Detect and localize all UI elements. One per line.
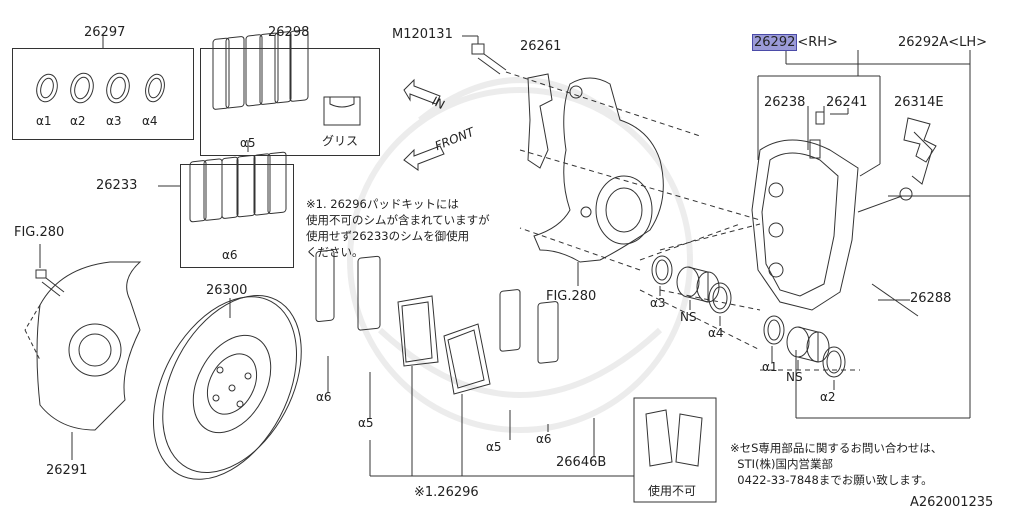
label-26292: 26292<RH> (752, 34, 838, 51)
label-a6-pad-right: α6 (536, 432, 552, 446)
piston-leaders (659, 286, 835, 390)
pad-kit-note: ※1. 26296パッドキットには 使用不可のシムが含まれていますが 使用せず2… (306, 197, 490, 259)
pad-spring-26314e (903, 117, 937, 185)
label-26297: 26297 (84, 25, 126, 40)
label-26314e: 26314E (894, 95, 944, 110)
dashed-guides (505, 71, 761, 311)
label-26288: 26288 (910, 291, 952, 306)
label-fig280-mid: FIG.280 (546, 289, 597, 304)
dashed-guides-right (639, 223, 860, 371)
shim-kit-box-26233 (180, 164, 294, 268)
steering-knuckle (533, 77, 664, 263)
label-fig280-left: FIG.280 (14, 225, 65, 240)
label-26300: 26300 (206, 283, 248, 298)
pad-leader-lines (327, 356, 634, 477)
caliper-leaders (757, 50, 971, 419)
brake-pads (315, 249, 559, 395)
direction-arrows (403, 78, 445, 171)
disc-rotor (152, 295, 302, 480)
label-26291: 26291 (46, 463, 88, 478)
diagram-id: A262001235 (910, 495, 994, 510)
backing-plate (24, 261, 142, 431)
unusable-shims (645, 409, 703, 467)
label-a4-top: α4 (142, 114, 158, 128)
seal-rings (36, 72, 165, 104)
label-26292-rh: <RH> (797, 35, 838, 50)
label-a4-mid: α4 (708, 326, 724, 340)
label-26241: 26241 (826, 95, 868, 110)
label-26646b: 26646B (556, 455, 607, 470)
shim-set-26298 (212, 29, 361, 126)
label-unusable: 使用不可 (648, 484, 697, 498)
pistons-and-seals (651, 255, 846, 378)
label-26238: 26238 (764, 95, 806, 110)
label-a1-top: α1 (36, 114, 52, 128)
caliper-assembly (751, 111, 859, 311)
pin-and-clip (857, 187, 919, 317)
label-ns-mid: NS (680, 310, 697, 324)
shim-set-26233 (189, 151, 287, 223)
label-grease: グリス (322, 134, 359, 148)
label-a2-top: α2 (70, 114, 86, 128)
label-a5-pad-right: α5 (486, 440, 502, 454)
seal-kit-box-26297 (12, 48, 194, 140)
label-a2-mid: α2 (820, 390, 836, 404)
label-a3-top: α3 (106, 114, 122, 128)
sti-contact-note: ※セS専用部品に関するお問い合わせは、 STI(株)国内営業部 0422-33-… (730, 441, 943, 487)
label-26261: 26261 (520, 39, 562, 54)
unusable-shim-box (633, 397, 717, 503)
label-26296: ※1.26296 (414, 485, 479, 500)
mounting-bracket (527, 73, 553, 169)
highlight-26292[interactable]: 26292 (752, 34, 798, 51)
shim-kit-box-26298 (200, 48, 380, 156)
label-a6-top: α6 (222, 248, 238, 262)
label-a3-mid: α3 (650, 296, 666, 310)
label-26298: 26298 (268, 25, 310, 40)
label-26292a: 26292A<LH> (898, 35, 988, 50)
watermark (347, 77, 693, 433)
label-26233: 26233 (96, 178, 138, 193)
label-a1-mid: α1 (762, 360, 778, 374)
bolt-m120131 (462, 35, 507, 75)
label-a5-top: α5 (240, 136, 256, 150)
label-a5-pad-left: α5 (358, 416, 374, 430)
label-a6-pad-left: α6 (316, 390, 332, 404)
label-ns-right: NS (786, 370, 803, 384)
label-m120131: M120131 (392, 27, 453, 42)
